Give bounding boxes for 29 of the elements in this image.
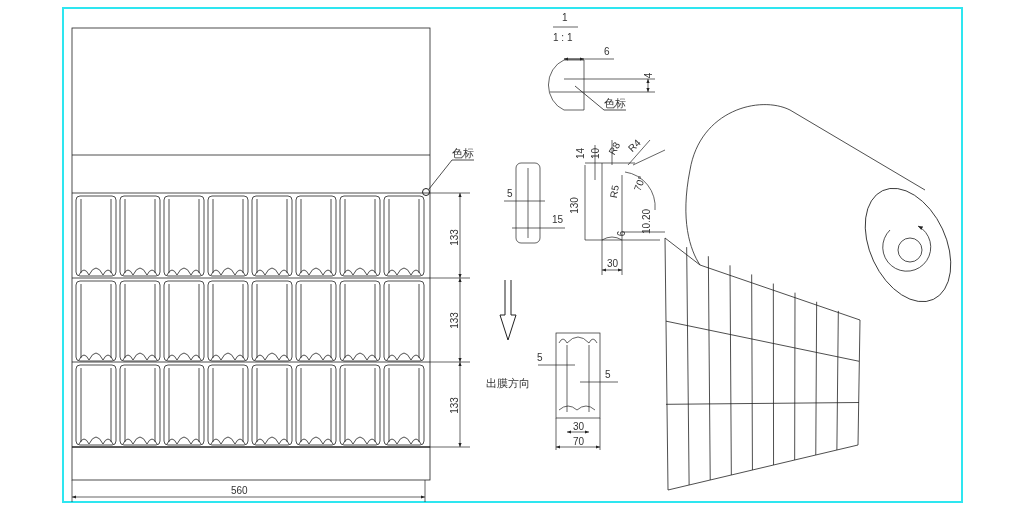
dimension-label: R8	[606, 140, 623, 157]
direction-label: 出膜方向	[486, 378, 530, 389]
dimension-label: 6	[604, 46, 610, 57]
scale-label: 1 : 1	[553, 32, 573, 43]
dimension-label: 5	[605, 369, 611, 380]
dimension-label: 133	[448, 312, 460, 329]
callout-label: 色标	[452, 148, 474, 159]
leader-line	[428, 159, 475, 190]
dimension-label: R5	[607, 184, 621, 199]
dimension-label: 133	[448, 229, 460, 246]
dimension-label: 560	[231, 485, 248, 496]
scale-label: 1	[562, 12, 568, 23]
dimension-label: 10.20	[641, 209, 652, 234]
dimension-label: 30	[607, 258, 619, 269]
dimension-label: 5	[507, 188, 513, 199]
dimension-label: 14	[575, 147, 587, 160]
dimension-label: 130	[568, 197, 580, 214]
callout-label: 色标	[604, 98, 626, 109]
dimension-label: 5	[537, 352, 543, 363]
dimension-label: 4	[643, 72, 655, 79]
dimension-label: 133	[448, 397, 460, 414]
dimension-label: 70°	[631, 174, 648, 193]
leader-line	[574, 85, 627, 111]
dimension-label: 10	[590, 147, 602, 160]
dimension-label: R4	[626, 137, 643, 154]
dimension-label: 6	[616, 230, 628, 237]
dimension-label: 15	[552, 214, 564, 225]
dimension-label: 70	[573, 436, 585, 447]
dimension-label: 30	[573, 421, 585, 432]
